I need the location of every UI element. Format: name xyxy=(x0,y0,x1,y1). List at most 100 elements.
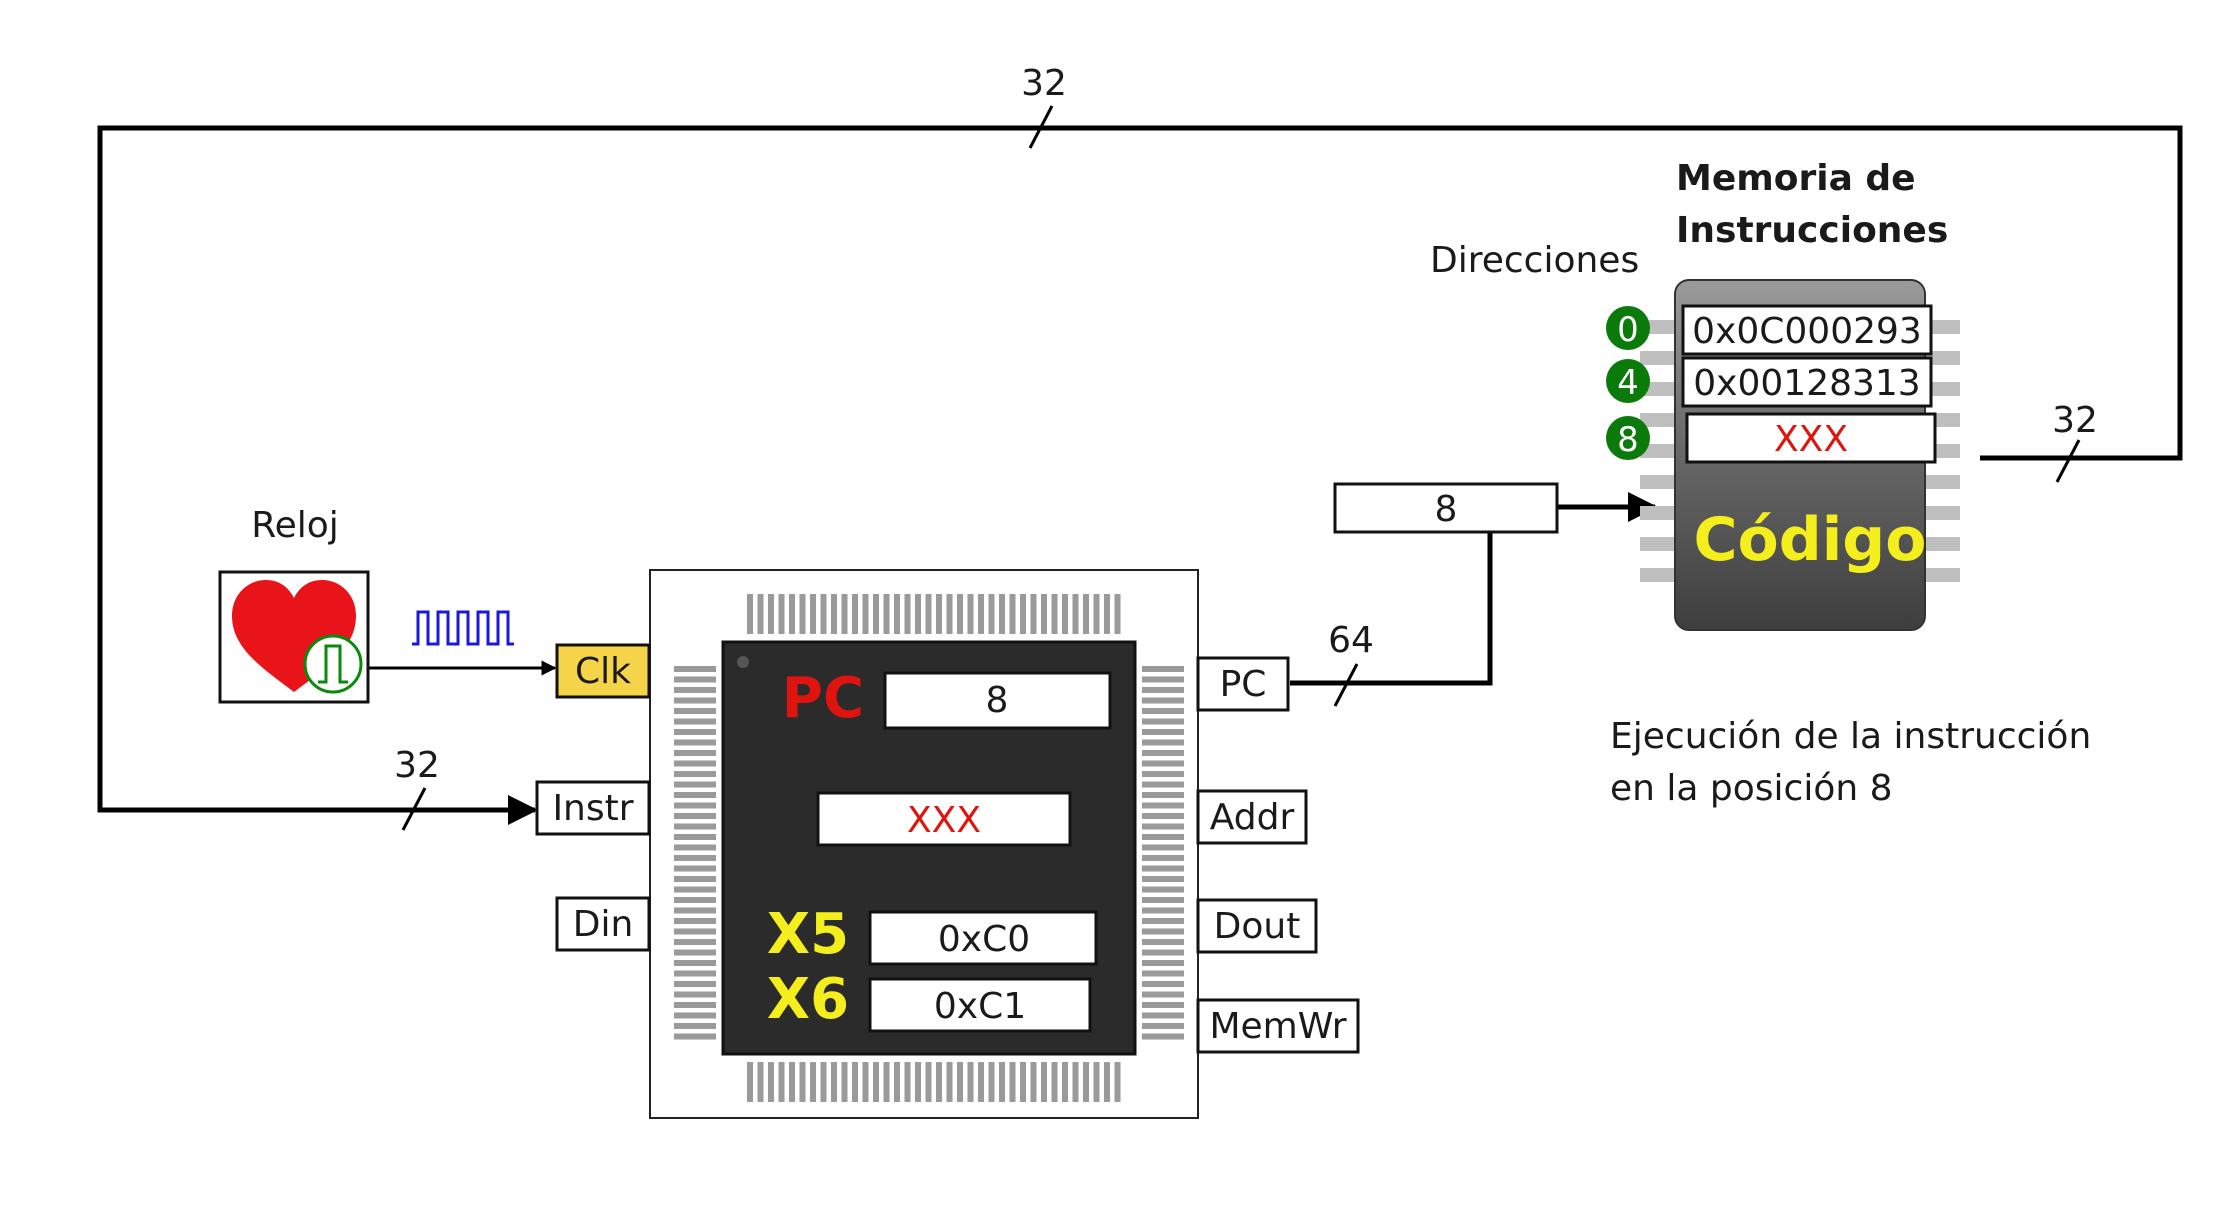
cpu-pin-bottom xyxy=(778,1062,785,1102)
cpu-pin-right xyxy=(1142,844,1184,851)
cpu-pin-bottom xyxy=(904,1062,911,1102)
cpu-pin-left xyxy=(674,886,716,893)
cpu-pin-right xyxy=(1142,1023,1184,1029)
cpu-pin-top xyxy=(873,594,879,634)
cpu-pin-left xyxy=(674,792,716,798)
clock-wave-icon xyxy=(412,610,514,646)
pc-register xyxy=(883,671,1112,730)
cpu-pin-top xyxy=(1051,594,1058,634)
cpu-pin-right xyxy=(1142,750,1184,756)
cpu-pin-left xyxy=(674,676,716,683)
bus-slash-top xyxy=(1028,105,1054,149)
cpu-pin-left xyxy=(674,865,716,872)
cpu-pin-bottom xyxy=(1114,1062,1121,1102)
cpu-pin-right xyxy=(1142,823,1184,830)
memory-pin-left xyxy=(1640,320,1680,334)
cpu-pin-top xyxy=(1009,594,1016,634)
x5-register-value: 0xC0 xyxy=(938,919,1030,960)
memory-pin-left xyxy=(1640,382,1680,396)
cpu-pin-bottom xyxy=(1062,1062,1068,1102)
cpu-pin-right xyxy=(1142,718,1184,725)
memwr-port xyxy=(1196,998,1360,1054)
cpu-pin-left xyxy=(674,1012,716,1019)
memory-pin-left xyxy=(1640,444,1680,458)
cpu-pin-top xyxy=(1020,594,1026,634)
cpu-pin-top xyxy=(936,594,942,634)
bus-width-pc: 64 xyxy=(1328,620,1374,661)
address-badge-0 xyxy=(1606,306,1650,350)
caption-line1: Ejecución de la instrucción xyxy=(1610,716,2091,757)
cpu-pin-right xyxy=(1142,1033,1184,1040)
cpu-pin1-mark xyxy=(737,656,749,668)
cpu-pin-right xyxy=(1142,907,1184,914)
cpu-pin-bottom xyxy=(747,1062,753,1102)
cpu-pin-right xyxy=(1142,676,1184,683)
cpu-pin-left xyxy=(674,939,716,945)
pc-port-label: PC xyxy=(1220,664,1267,705)
clk-port xyxy=(555,643,651,699)
cpu-pin-bottom xyxy=(999,1062,1005,1102)
bus-width-instr: 32 xyxy=(394,745,440,786)
memory-pin-left xyxy=(1640,568,1680,582)
memory-cell-0-value: 0x0C000293 xyxy=(1692,311,1922,352)
cpu-pin-bottom xyxy=(831,1062,837,1102)
cpu-pin-top xyxy=(768,594,774,634)
memory-cell-4-value: 0x00128313 xyxy=(1693,363,1920,404)
pc-out-wire xyxy=(1290,532,1493,686)
wires: 32 32 64 32 xyxy=(97,63,2183,831)
instr-port-label: Instr xyxy=(552,788,633,829)
cpu-pin-top xyxy=(852,594,858,634)
address-badge-8 xyxy=(1606,416,1650,460)
cpu: PC 8 XXX X5 0xC0 X6 0xC1 Clk Instr Din P… xyxy=(535,569,1360,1119)
memory-pin-left xyxy=(1640,475,1680,489)
cpu-pin-left xyxy=(674,802,716,809)
cpu-pins xyxy=(674,594,1184,1102)
cpu-pin-left xyxy=(674,1002,716,1008)
address-badge-0-label: 0 xyxy=(1617,310,1639,350)
cpu-pin-right xyxy=(1142,865,1184,872)
clock-label: Reloj xyxy=(251,505,339,546)
cpu-pin-bottom xyxy=(883,1062,890,1102)
address-bus-box xyxy=(1333,482,1559,534)
cpu-pin-right xyxy=(1142,918,1184,924)
cpu-pin-top xyxy=(820,594,827,634)
cpu-pin-right xyxy=(1142,1012,1184,1019)
bus-slash-mem xyxy=(2055,439,2081,483)
x6-register-label: X6 xyxy=(767,967,849,1032)
cpu-pin-top xyxy=(841,594,848,634)
cpu-pin-bottom xyxy=(1072,1062,1079,1102)
cpu-pin-right xyxy=(1142,687,1184,693)
memory-chip-label: Código xyxy=(1694,505,1927,575)
dout-port xyxy=(1196,898,1318,954)
cpu-pin-top xyxy=(915,594,921,634)
cpu-pin-bottom xyxy=(936,1062,942,1102)
memory-pin-right xyxy=(1920,506,1960,520)
address-badge-8-label: 8 xyxy=(1617,420,1639,460)
cpu-pin-top xyxy=(1030,594,1037,634)
cpu-pin-top xyxy=(778,594,785,634)
cpu-pin-bottom xyxy=(925,1062,932,1102)
cpu-pin-left xyxy=(674,991,716,998)
cpu-pin-right xyxy=(1142,981,1184,987)
address-bus-value: 8 xyxy=(1435,489,1458,530)
cpu-pin-bottom xyxy=(1093,1062,1100,1102)
cpu-pin-bottom xyxy=(1083,1062,1089,1102)
cpu-pin-left xyxy=(674,1023,716,1029)
cpu-pin-top xyxy=(1062,594,1068,634)
cpu-pin-bottom xyxy=(1020,1062,1026,1102)
cpu-pin-top xyxy=(757,594,764,634)
cpu-pin-left xyxy=(674,949,716,956)
cpu-pin-bottom xyxy=(1030,1062,1037,1102)
cpu-pin-right xyxy=(1142,928,1184,935)
cpu-pin-right xyxy=(1142,708,1184,714)
memory-pin-right xyxy=(1920,475,1960,489)
cpu-pin-bottom xyxy=(789,1062,795,1102)
cpu-pin-right xyxy=(1142,939,1184,945)
memory-pin-left xyxy=(1640,537,1680,551)
cpu-pin-top xyxy=(747,594,753,634)
cpu-pin-top xyxy=(831,594,837,634)
cpu-pin-left xyxy=(674,760,716,767)
cpu-pin-left xyxy=(674,813,716,819)
cpu-pin-top xyxy=(925,594,932,634)
